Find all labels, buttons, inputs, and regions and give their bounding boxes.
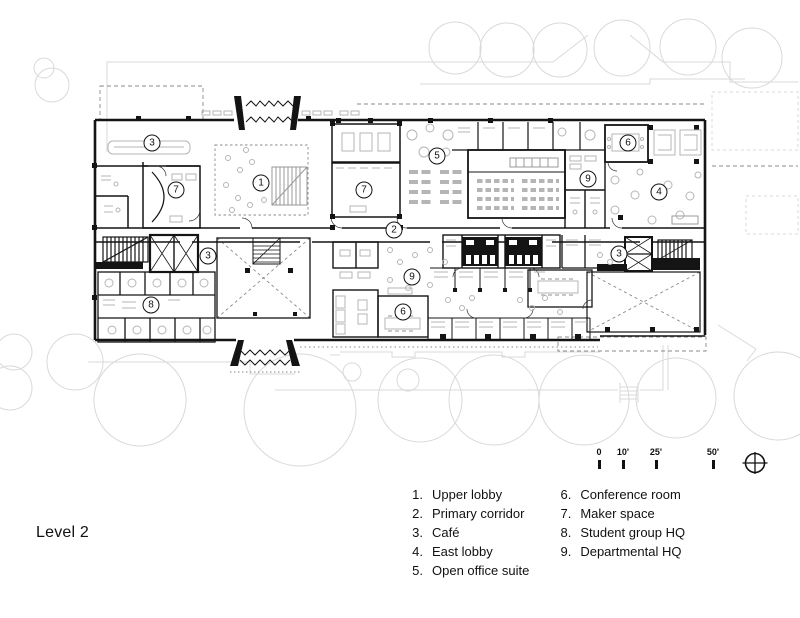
page-title: Level 2	[36, 524, 89, 541]
scale-label: 25'	[649, 447, 663, 457]
lobby-scatter	[223, 147, 267, 213]
lobby-tables	[610, 168, 702, 225]
building-walls	[93, 118, 707, 343]
legend-item: 6.Conference room	[560, 487, 681, 502]
room-marker-9: 9	[579, 170, 597, 188]
legend-item: 7.Maker space	[560, 506, 655, 521]
room-marker-8: 8	[142, 296, 160, 314]
scale-label: 50'	[706, 447, 720, 457]
restroom-fixtures	[466, 240, 538, 264]
scale-tick	[621, 460, 625, 469]
legend-item: 4.East lobby	[412, 544, 493, 559]
room-marker-4: 4	[650, 183, 668, 201]
scale-tick	[597, 460, 601, 469]
room-marker-2: 2	[385, 221, 403, 239]
scale-tick	[654, 460, 658, 469]
room-marker-7: 7	[355, 181, 373, 199]
scale-tick	[711, 460, 715, 469]
room-marker-9: 9	[403, 268, 421, 286]
legend-item: 3.Café	[412, 525, 460, 540]
legend-item: 2.Primary corridor	[412, 506, 525, 521]
legend-column-2: 6.Conference room 7.Maker space 8.Studen…	[553, 485, 685, 580]
scale-label: 10'	[616, 447, 630, 457]
legend-item: 5.Open office suite	[412, 563, 530, 578]
legend-item: 8.Student group HQ	[560, 525, 686, 540]
dashed-overlays	[99, 85, 798, 373]
scale-label: 0	[596, 447, 602, 457]
site-context	[0, 18, 800, 467]
north-indicator-icon	[742, 452, 768, 474]
floor-plan-drawing	[0, 18, 800, 467]
scale-bar: 0 10' 25' 50'	[586, 447, 736, 473]
room-marker-5: 5	[428, 147, 446, 165]
room-marker-3: 3	[199, 247, 217, 265]
legend-item: 9.Departmental HQ	[560, 544, 682, 559]
room-legend: 1.Upper lobby 2.Primary corridor 3.Café …	[405, 485, 685, 580]
vestibule-doors	[239, 100, 294, 366]
room-marker-7: 7	[167, 181, 185, 199]
furniture	[101, 110, 702, 335]
room-marker-3: 3	[143, 134, 161, 152]
room-marker-1: 1	[252, 174, 270, 192]
lounge-scatter	[387, 247, 613, 315]
legend-column-1: 1.Upper lobby 2.Primary corridor 3.Café …	[405, 485, 529, 580]
legend-item: 1.Upper lobby	[412, 487, 503, 502]
room-marker-6: 6	[394, 303, 412, 321]
room-marker-3: 3	[610, 245, 628, 263]
room-marker-6: 6	[619, 134, 637, 152]
